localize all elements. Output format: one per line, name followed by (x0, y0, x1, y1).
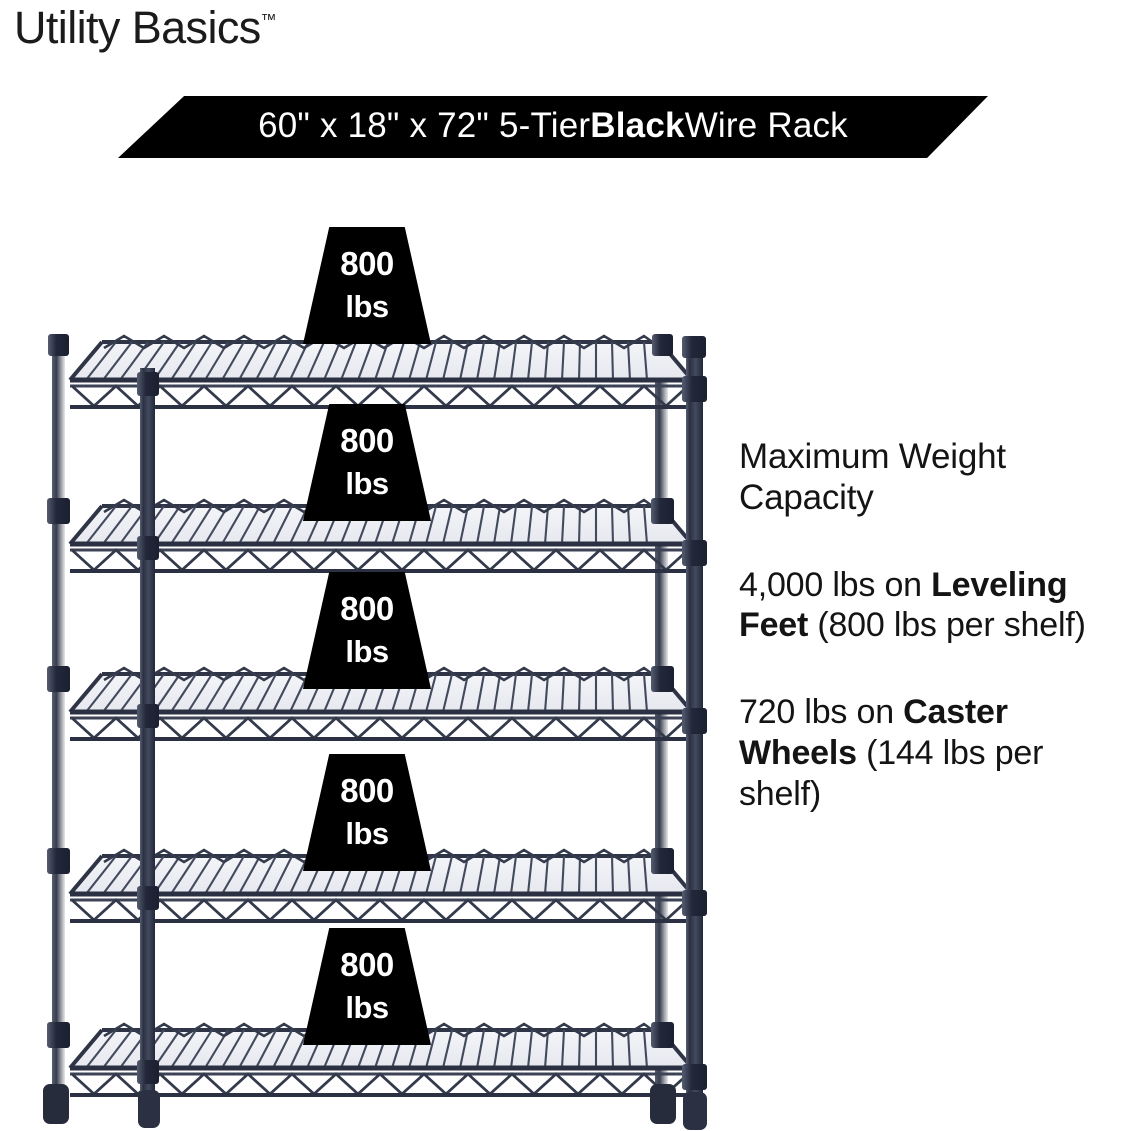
badge-weight-value: 800 (340, 245, 394, 283)
leveling-feet (43, 1084, 707, 1130)
caster-wheels-emphasis: Caster Wheels (739, 693, 1008, 772)
capacity-caster-wheels: 720 lbs on Caster Wheels (144 lbs per sh… (739, 692, 1131, 814)
weight-badge-shelf-5: 800 lbs (303, 928, 431, 1045)
shelf-1 (70, 336, 692, 407)
banner-background (118, 96, 988, 158)
banner-text: 60" x 18" x 72" 5-Tier Black Wire Rack (118, 96, 988, 158)
badge-weight-unit: lbs (345, 634, 389, 670)
badge-weight-unit: lbs (345, 816, 389, 852)
shelf-collars (47, 372, 707, 1090)
capacity-heading-line2: Capacity (739, 478, 874, 518)
badge-weight-value: 800 (340, 422, 394, 460)
capacity-copy-block: Maximum Weight Capacity 4,000 lbs on Lev… (739, 436, 1131, 815)
leveling-feet-emphasis: Leveling Feet (739, 565, 1068, 645)
capacity-heading: Maximum Weight Capacity (739, 436, 1131, 519)
product-title-banner: 60" x 18" x 72" 5-Tier Black Wire Rack (118, 96, 988, 158)
weight-badge-shelf-2: 800 lbs (303, 404, 431, 521)
leveling-feet-post: (800 lbs per shelf) (808, 606, 1086, 645)
leveling-feet-pre: 4,000 lbs on (739, 565, 932, 604)
badge-weight-value: 800 (340, 946, 394, 984)
caster-wheels-pre: 720 lbs on (739, 693, 904, 732)
trademark-symbol: ™ (260, 12, 277, 29)
badge-weight-unit: lbs (345, 990, 389, 1026)
capacity-heading-line1: Maximum Weight (739, 437, 1006, 476)
badge-weight-value: 800 (340, 772, 394, 810)
banner-text-emphasis: Black (590, 106, 685, 145)
brand-name: Utility Basics (14, 2, 261, 53)
capacity-leveling-feet: 4,000 lbs on Leveling Feet (800 lbs per … (739, 565, 1131, 647)
badge-weight-value: 800 (340, 590, 394, 628)
badge-weight-unit: lbs (345, 466, 389, 502)
weight-badge-shelf-4: 800 lbs (303, 754, 431, 871)
weight-badge-shelf-3: 800 lbs (303, 572, 431, 689)
banner-text-pre: 60" x 18" x 72" 5-Tier (258, 106, 591, 145)
brand-logo: Utility Basics™ (14, 4, 277, 51)
caster-wheels-post: (144 lbs per shelf) (739, 733, 1044, 813)
banner-text-post: Wire Rack (684, 106, 848, 145)
weight-badge-shelf-1: 800 lbs (303, 227, 431, 344)
badge-weight-unit: lbs (345, 289, 389, 325)
